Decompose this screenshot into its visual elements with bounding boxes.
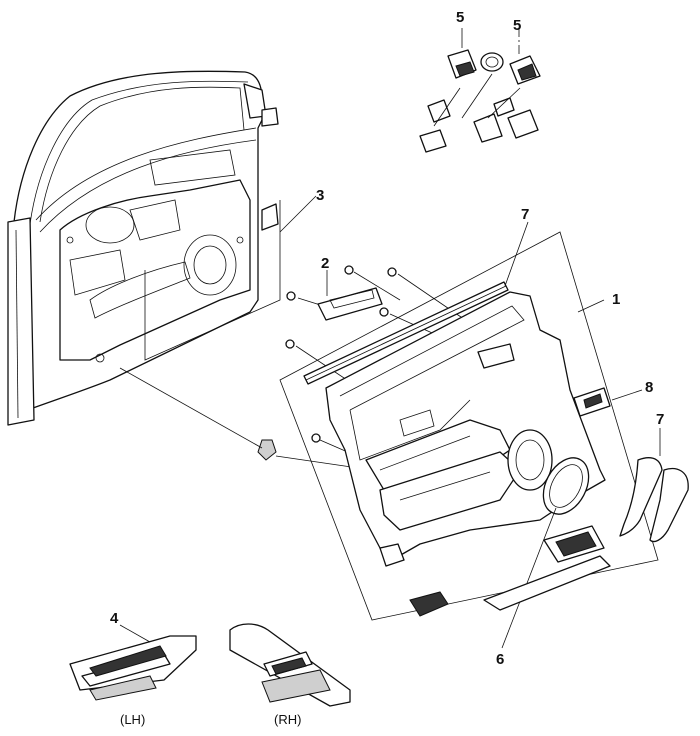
callout-4: 4: [110, 610, 119, 627]
part-5-switch-cluster: [419, 28, 541, 153]
door-trim-panel: [303, 221, 606, 617]
part-7-side-trim: [619, 428, 689, 543]
rh-switch: [229, 623, 351, 707]
callout-6: 6: [496, 651, 504, 668]
callout-3: 3: [316, 187, 324, 204]
callout-2: 2: [321, 255, 329, 272]
callout-7-side: 7: [656, 411, 664, 428]
armrest-switch-assembly: [483, 525, 611, 611]
part-8-switch-bezel: [573, 387, 643, 417]
callout-8: 8: [645, 379, 653, 396]
callout-5-right: 5: [513, 17, 521, 34]
caption-lh: (LH): [120, 712, 145, 727]
part-2-handle-bracket: [317, 270, 383, 321]
part-3-group-outline: [144, 195, 317, 361]
part-6-speaker-grille: [501, 457, 590, 649]
door-inner-panel: [7, 70, 279, 426]
caption-rh: (RH): [274, 712, 301, 727]
callout-1: 1: [612, 291, 620, 308]
part-4-switch-lh: [69, 624, 197, 701]
part-1-group-outline: [279, 231, 659, 621]
callout-7-top: 7: [521, 206, 529, 223]
callout-5-left: 5: [456, 9, 464, 26]
